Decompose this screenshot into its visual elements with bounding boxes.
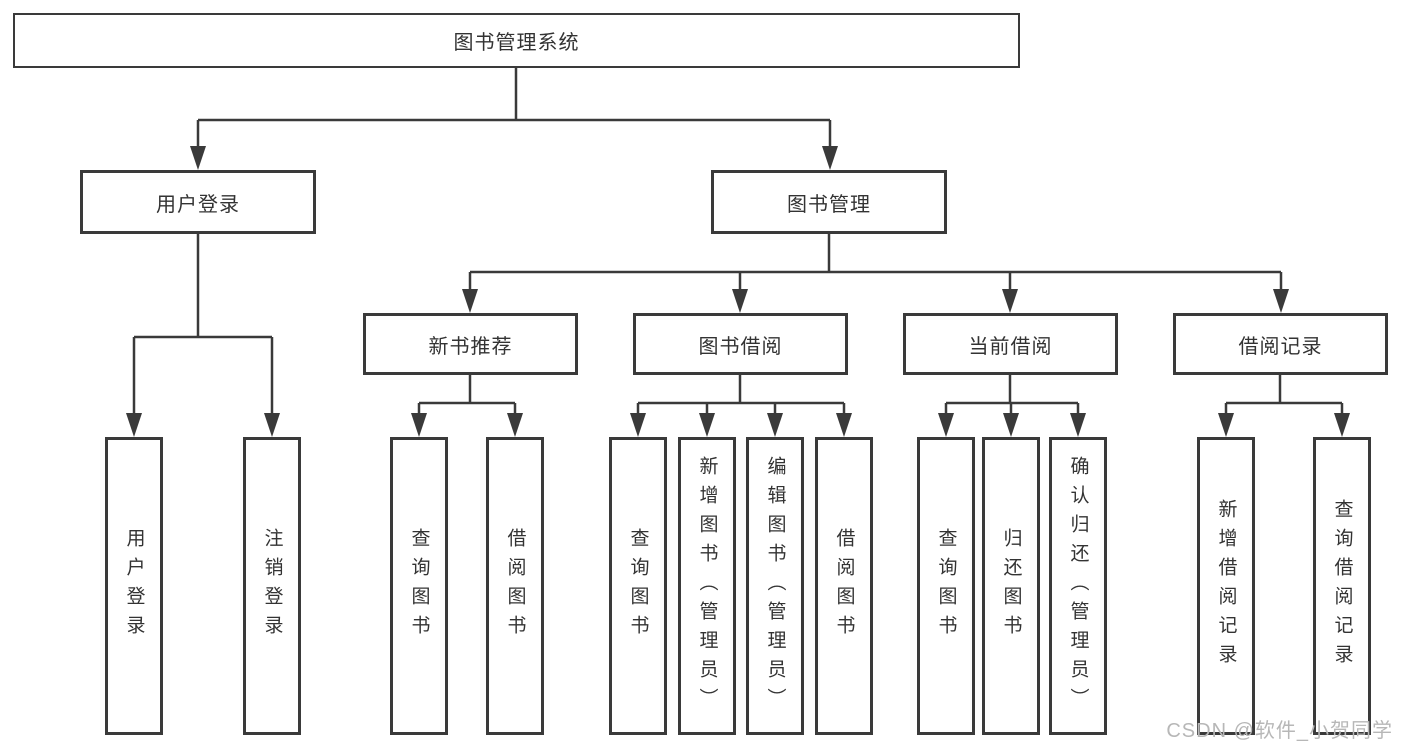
leaf-current-query-books: 查询图书 <box>917 437 975 735</box>
node-current-borrow: 当前借阅 <box>903 313 1118 375</box>
node-borrow-records: 借阅记录 <box>1173 313 1388 375</box>
leaf-records-query-record-label: 查询借阅记录 <box>1331 499 1353 673</box>
leaf-borrow-edit-books-label: 编辑图书（管理员） <box>764 455 786 717</box>
node-book-management: 图书管理 <box>711 170 947 234</box>
leaf-records-add-record: 新增借阅记录 <box>1197 437 1255 735</box>
leaf-borrow-query-books: 查询图书 <box>609 437 667 735</box>
leaf-newbooks-borrow-books: 借阅图书 <box>486 437 544 735</box>
leaf-newbooks-borrow-books-label: 借阅图书 <box>504 528 526 644</box>
leaf-logout: 注销登录 <box>243 437 301 735</box>
leaf-current-query-books-label: 查询图书 <box>935 528 957 644</box>
leaf-current-return-books: 归还图书 <box>982 437 1040 735</box>
node-new-book-recommend: 新书推荐 <box>363 313 578 375</box>
leaf-records-query-record: 查询借阅记录 <box>1313 437 1371 735</box>
leaf-borrow-borrow-books-label: 借阅图书 <box>833 528 855 644</box>
leaf-newbooks-query-books: 查询图书 <box>390 437 448 735</box>
leaf-borrow-query-books-label: 查询图书 <box>627 528 649 644</box>
leaf-records-add-record-label: 新增借阅记录 <box>1215 499 1237 673</box>
watermark: CSDN @软件_小贺同学 <box>1166 720 1393 742</box>
leaf-current-confirm-return-label: 确认归还（管理员） <box>1067 455 1089 717</box>
leaf-current-return-books-label: 归还图书 <box>1000 528 1022 644</box>
leaf-borrow-borrow-books: 借阅图书 <box>815 437 873 735</box>
node-user-login: 用户登录 <box>80 170 316 234</box>
leaf-user-login-label: 用户登录 <box>123 528 145 644</box>
connector-arrowheads <box>126 146 1350 437</box>
leaf-user-login: 用户登录 <box>105 437 163 735</box>
leaf-borrow-edit-books: 编辑图书（管理员） <box>746 437 804 735</box>
leaf-borrow-add-books: 新增图书（管理员） <box>678 437 736 735</box>
leaf-logout-label: 注销登录 <box>261 528 283 644</box>
node-root: 图书管理系统 <box>13 13 1020 68</box>
leaf-borrow-add-books-label: 新增图书（管理员） <box>696 455 718 717</box>
node-book-borrow: 图书借阅 <box>633 313 848 375</box>
leaf-current-confirm-return: 确认归还（管理员） <box>1049 437 1107 735</box>
leaf-newbooks-query-books-label: 查询图书 <box>408 528 430 644</box>
